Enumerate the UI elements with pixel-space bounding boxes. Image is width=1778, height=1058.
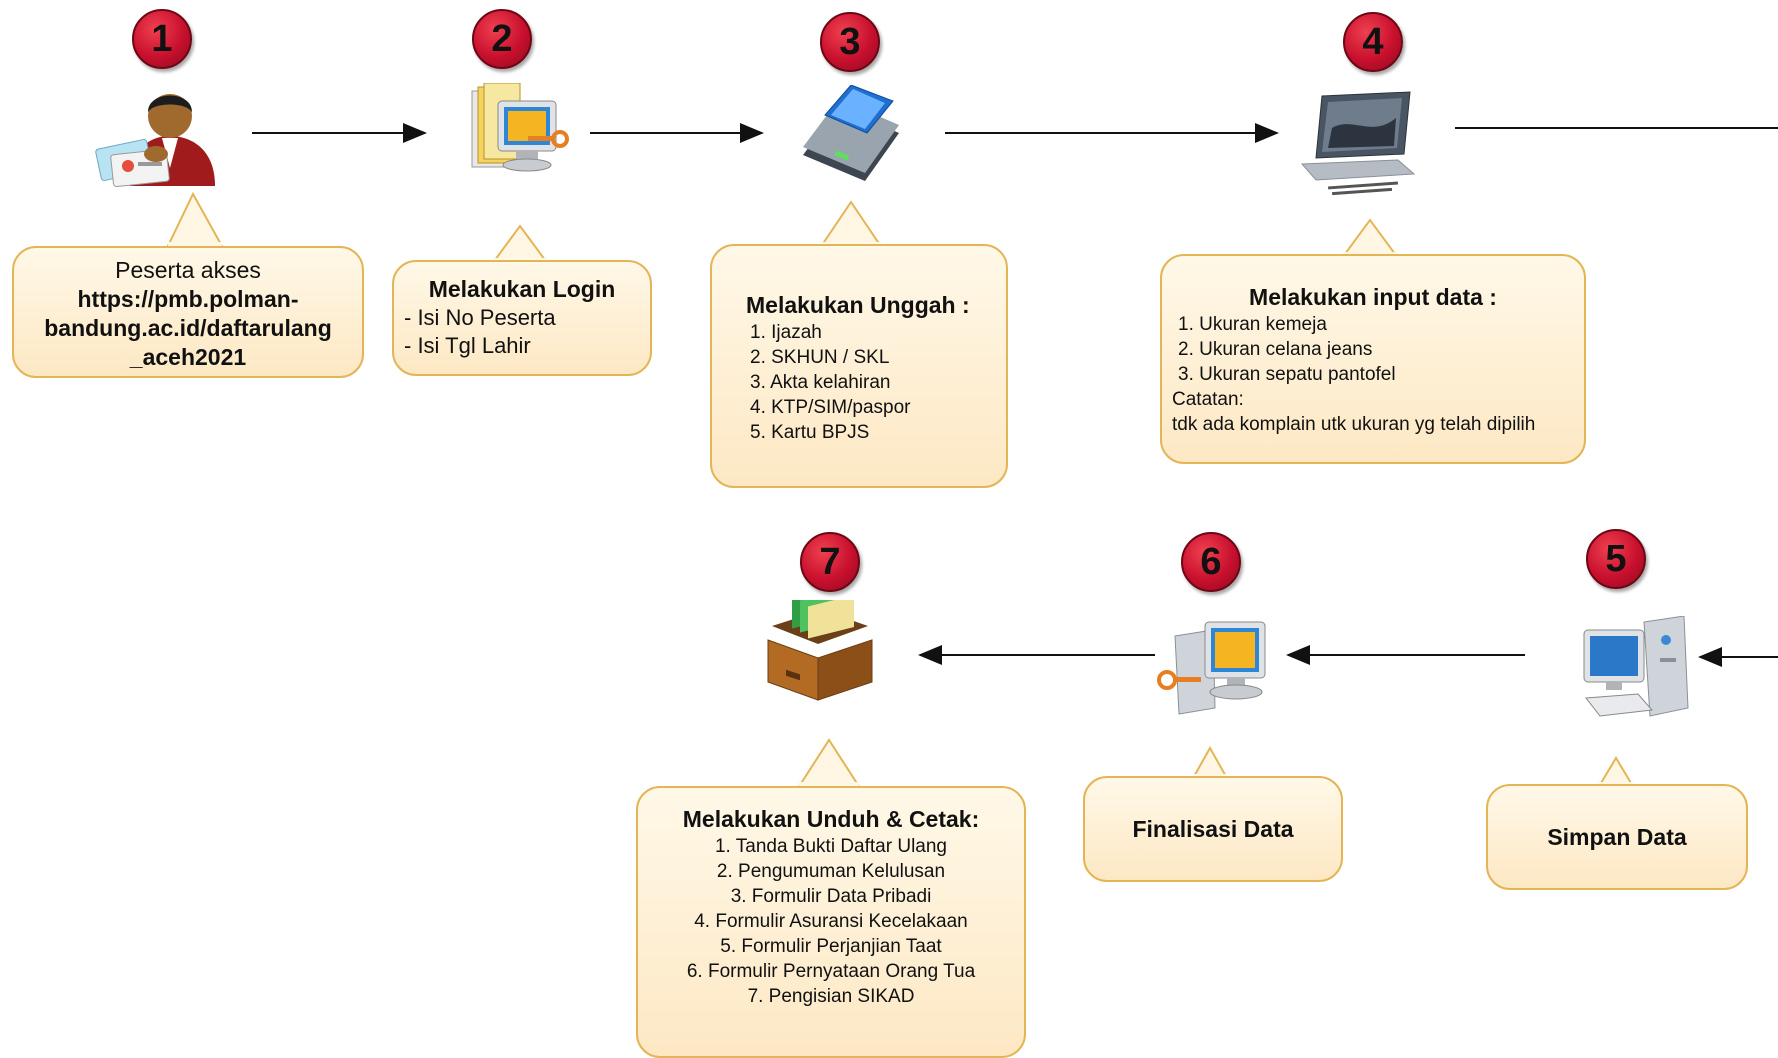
computer-key-icon [1157, 621, 1266, 715]
download-print-item: 1. Tanda Bukti Daftar Ulang [714, 836, 947, 857]
callout-pointer-4 [1340, 218, 1400, 258]
download-print-item: 3. Formulir Data Pribadi [730, 886, 932, 907]
input-data-item: 3. Ukuran sepatu pantofel [1178, 364, 1396, 385]
user-with-card-icon [95, 94, 215, 188]
step-badge-1: 1 [132, 9, 192, 69]
download-print-list: 1. Tanda Bukti Daftar Ulang 2. Pengumuma… [638, 834, 1024, 1009]
download-print-title: Melakukan Unduh & Cetak: [682, 806, 980, 832]
callout-pointer-6 [1190, 746, 1230, 780]
callout-upload: Melakukan Unggah : 1. Ijazah 2. SKHUN / … [710, 244, 1008, 488]
step-badge-6: 6 [1181, 532, 1241, 592]
callout-login: Melakukan Login - Isi No Peserta - Isi T… [392, 260, 652, 376]
download-print-item: 4. Formulir Asuransi Kecelakaan [694, 911, 968, 932]
upload-item: 4. KTP/SIM/paspor [750, 397, 911, 418]
access-url-line-2: bandung.ac.id/daftarulang [44, 315, 332, 341]
login-item-tgl-lahir: - Isi Tgl Lahir [404, 333, 531, 358]
callout-finalize-data: Finalisasi Data [1083, 776, 1343, 882]
desktop-computer-icon [1583, 616, 1689, 717]
upload-item: 1. Ijazah [750, 322, 822, 343]
laptop-icon [1300, 91, 1416, 196]
access-url-line-1: https://pmb.polman- [77, 286, 299, 312]
callout-input-data: Melakukan input data : 1. Ukuran kemeja … [1160, 254, 1586, 464]
upload-list: 1. Ijazah 2. SKHUN / SKL 3. Akta kelahir… [750, 320, 1006, 445]
download-print-item: 6. Formulir Pernyataan Orang Tua [686, 961, 976, 982]
upload-item: 2. SKHUN / SKL [750, 347, 890, 368]
input-data-note-label: Catatan: [1172, 389, 1244, 410]
callout-access-url: Peserta akses https://pmb.polman- bandun… [12, 246, 364, 378]
scanner-icon [803, 85, 899, 181]
callout-pointer-7 [796, 738, 862, 788]
login-title: Melakukan Login [428, 276, 616, 302]
download-print-item: 5. Formulir Perjanjian Taat [720, 936, 942, 957]
step-badge-5: 5 [1586, 529, 1646, 589]
input-data-title: Melakukan input data : [1249, 284, 1497, 310]
step-badge-7: 7 [800, 532, 860, 592]
input-data-list: 1. Ukuran kemeja 2. Ukuran celana jeans … [1178, 312, 1584, 387]
finalize-data-title: Finalisasi Data [1132, 815, 1294, 842]
step-badge-3: 3 [820, 12, 880, 72]
input-data-item: 2. Ukuran celana jeans [1178, 339, 1373, 360]
download-print-item: 7. Pengisian SIKAD [747, 986, 915, 1007]
save-data-title: Simpan Data [1547, 823, 1687, 850]
input-data-note: tdk ada komplain utk ukuran yg telah dip… [1172, 414, 1536, 435]
upload-item: 5. Kartu BPJS [750, 422, 870, 443]
callout-pointer-1 [165, 192, 225, 248]
access-label: Peserta akses [115, 257, 261, 283]
download-print-item: 2. Pengumuman Kelulusan [716, 861, 946, 882]
step-badge-2: 2 [472, 9, 532, 69]
file-drawer-icon [767, 600, 873, 701]
login-item-no-peserta: - Isi No Peserta [404, 305, 556, 330]
upload-item: 3. Akta kelahiran [750, 372, 891, 393]
callout-pointer-2 [490, 224, 550, 264]
callout-save-data: Simpan Data [1486, 784, 1748, 890]
folder-key-monitor-icon [471, 83, 569, 172]
input-data-item: 1. Ukuran kemeja [1178, 314, 1327, 335]
access-url-line-3: _aceh2021 [129, 344, 247, 370]
upload-title: Melakukan Unggah : [746, 292, 970, 318]
callout-download-print: Melakukan Unduh & Cetak: 1. Tanda Bukti … [636, 786, 1026, 1058]
step-badge-4: 4 [1343, 12, 1403, 72]
callout-pointer-3 [818, 200, 884, 248]
